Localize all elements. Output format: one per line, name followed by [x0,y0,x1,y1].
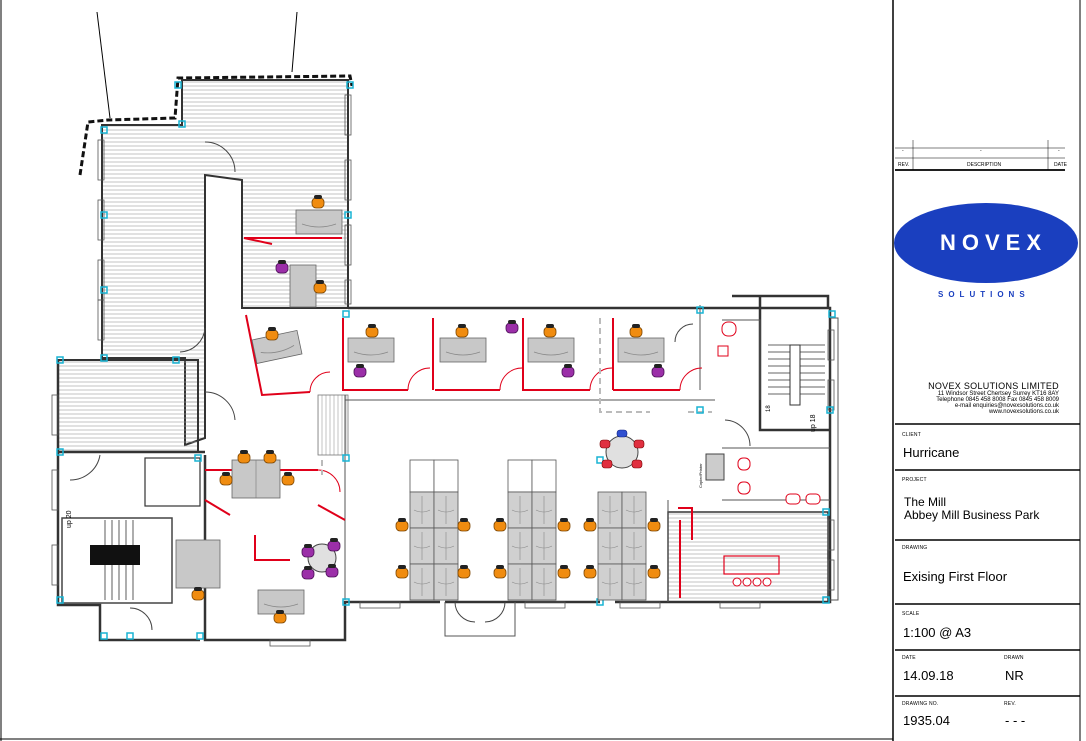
drawn-value: NR [1005,668,1024,683]
rev-row-date: - [1058,148,1060,154]
company-address: 11 Windsor Street Chertsey Surrey KT16 8… [937,391,1059,397]
rev-row-desc: - [980,148,982,154]
company-web: www.novexsolutions.co.uk [988,409,1059,415]
project-line2: Abbey Mill Business Park [904,508,1040,522]
drawing-no-label: DRAWING NO. [902,701,939,707]
company-phone: Telephone 0845 458 8008 Fax 0845 458 800… [936,397,1059,403]
scale-value: 1:100 @ A3 [903,625,972,640]
scale-label: SCALE [902,611,920,617]
rev-row-rev: - [902,148,904,154]
date-value: 14.09.18 [903,668,954,683]
copier-label: Copier/Printer [698,463,703,488]
client-value: Hurricane [903,445,960,460]
rev-label: REV. [1004,701,1017,707]
drawing-value: Exising First Floor [903,569,1008,584]
rev-header-description: DESCRIPTION [967,162,1002,168]
date-label: DATE [902,655,916,661]
client-label: CLIENT [902,432,921,438]
logo-name: NOVEX [940,230,1048,255]
company-name: NOVEX SOLUTIONS LIMITED [928,381,1059,391]
logo-tagline: SOLUTIONS [938,290,1030,299]
drawn-label: DRAWN [1004,655,1024,661]
rev-value: - - - [1005,713,1026,728]
stair-right-small-label: 18 [766,405,772,412]
drawing-no-value: 1935.04 [903,713,950,728]
logo-ellipse [894,203,1078,283]
rev-header-date: DATE [1054,162,1067,168]
stair-left-label: up 20 [66,510,73,528]
rev-header-rev: REV. [898,162,910,168]
drawing-label: DRAWING [902,545,928,551]
company-email: e-mail enquiries@novexsolutions.co.uk [954,403,1059,409]
title-block-frame [894,140,1080,697]
stair-right-label: up 18 [810,414,817,432]
project-line1: The Mill [904,495,947,509]
project-label: PROJECT [902,477,927,483]
